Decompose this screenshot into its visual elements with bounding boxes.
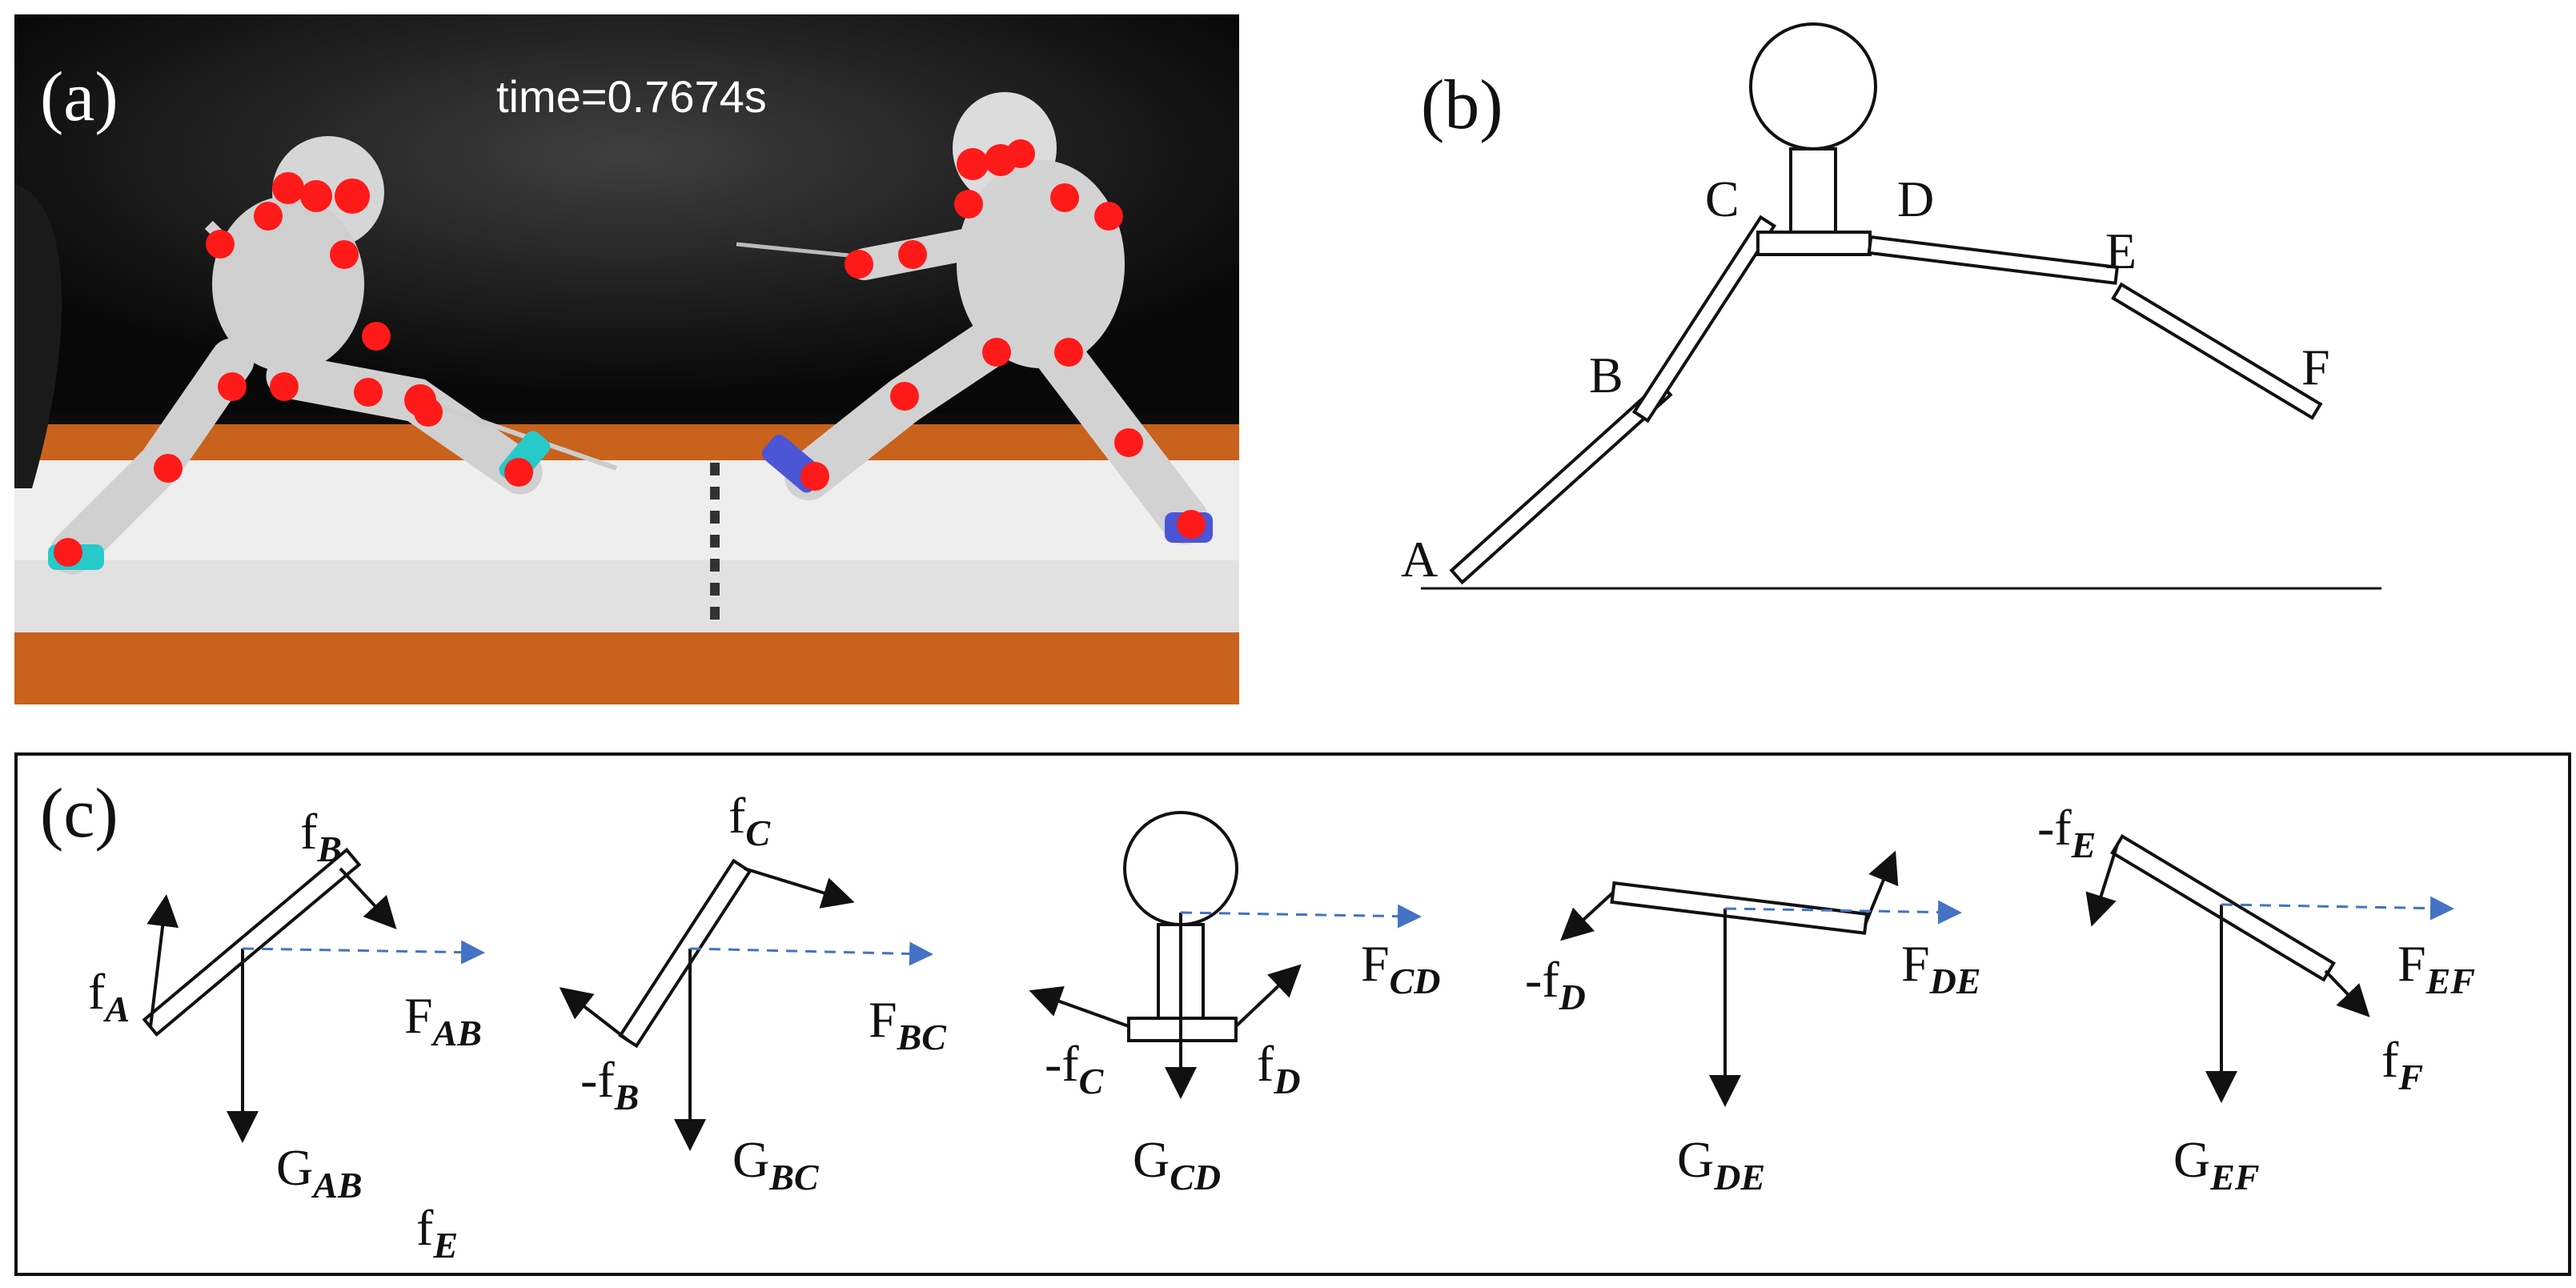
- piste-band: [14, 424, 1239, 464]
- fbd-AB: fA fB FAB GAB: [88, 803, 485, 1206]
- segment-CD: [1756, 231, 1872, 256]
- fbd-AB-fB-arrow: [339, 867, 397, 929]
- fbd-CD-F-arrow: [1180, 904, 1422, 929]
- fbd-AB-fB-label: fB: [300, 803, 342, 869]
- stray-fE-label: fE: [416, 1199, 458, 1266]
- fbd-DE-fD-arrow: [1560, 891, 1615, 941]
- fbd-CD-fD-label: fD: [1257, 1035, 1301, 1101]
- fbd-BC-G-label: GBC: [732, 1131, 820, 1198]
- fbd-EF-bar: [2110, 833, 2336, 982]
- segment-DE: [1867, 235, 2120, 285]
- fbd-EF: -fE fF FEF GEF: [2037, 799, 2475, 1198]
- time-readout: time=0.7674s: [496, 71, 767, 122]
- joint-label-D: D: [1897, 171, 1934, 227]
- fbd-DE-bar: [1610, 881, 1869, 935]
- head-circle: [1749, 22, 1877, 150]
- right-fencer-joint-markers: [800, 139, 1206, 539]
- fbd-BC-bar: [618, 858, 752, 1049]
- panel-c-frame: [14, 752, 2571, 1276]
- panel-b-stick-model: (b) A B C D E F: [1401, 22, 2381, 590]
- fbd-AB-fA-arrow: [146, 894, 179, 1028]
- fbd-AB-G-label: GAB: [276, 1139, 363, 1206]
- left-fencer-joint-markers: [54, 172, 533, 567]
- fbd-CD-head: [1123, 811, 1238, 926]
- panel-a-label: (a): [40, 58, 118, 136]
- fbd-CD-G-label: GCD: [1133, 1131, 1221, 1198]
- panel-b-label: (b): [1421, 66, 1503, 144]
- panel-c-label: (c): [40, 775, 118, 853]
- panel-c-free-body: (c) fA fB FAB GAB -fB fC FBC GBC: [14, 752, 2571, 1276]
- joint-label-C: C: [1705, 171, 1739, 227]
- fbd-BC-fB-arrow: [559, 987, 630, 1042]
- fbd-EF-fE-arrow: [2085, 844, 2119, 927]
- fbd-AB-fA-label: fA: [88, 963, 130, 1029]
- segment-BC: [1631, 215, 1777, 423]
- fbd-BC-F-label: FBC: [869, 991, 947, 1057]
- neck-segment: [1789, 147, 1837, 237]
- fbd-CD-F-label: FCD: [1361, 935, 1441, 1001]
- joint-label-A: A: [1401, 531, 1438, 588]
- fbd-EF-fE-label: -fE: [2037, 799, 2096, 865]
- fbd-DE: -fD FDE GDE: [1525, 850, 1981, 1198]
- fbd-EF-F-arrow: [2221, 896, 2454, 921]
- joint-label-E: E: [2105, 223, 2137, 279]
- segment-EF: [2111, 282, 2323, 420]
- fbd-BC-fC-label: fC: [728, 787, 771, 853]
- fbd-EF-fF-label: fF: [2381, 1031, 2423, 1097]
- fbd-AB-F-label: FAB: [404, 987, 482, 1053]
- joint-label-B: B: [1589, 347, 1623, 403]
- fbd-BC-fB-label: -fB: [580, 1051, 639, 1117]
- fbd-AB-bar: [142, 847, 362, 1037]
- fbd-DE-fD-label: -fD: [1525, 951, 1586, 1017]
- fbd-DE-G-label: GDE: [1677, 1131, 1765, 1198]
- fbd-EF-fF-arrow: [2324, 969, 2370, 1017]
- fbd-BC-fC-arrow: [744, 867, 855, 909]
- fbd-DE-F-label: FDE: [1901, 935, 1981, 1001]
- fbd-CD-fC-label: -fC: [1045, 1035, 1105, 1101]
- fbd-BC: -fB fC FBC GBC: [559, 787, 947, 1198]
- fbd-EF-F-label: FEF: [2397, 935, 2475, 1001]
- fbd-CD: -fC fD FCD GCD: [1029, 811, 1441, 1198]
- panel-a-photo: (a) time=0.7674s: [14, 14, 1239, 704]
- fbd-BC-F-arrow: [689, 941, 933, 966]
- joint-label-F: F: [2301, 339, 2330, 395]
- fbd-CD-fD-arrow: [1234, 964, 1302, 1028]
- fbd-DE-fE-arrow: [1864, 850, 1899, 925]
- fbd-DE-F-arrow: [1724, 900, 1962, 925]
- fbd-EF-G-label: GEF: [2173, 1131, 2260, 1198]
- fbd-AB-F-arrow: [242, 940, 485, 965]
- fbd-CD-fC-arrow: [1029, 985, 1130, 1028]
